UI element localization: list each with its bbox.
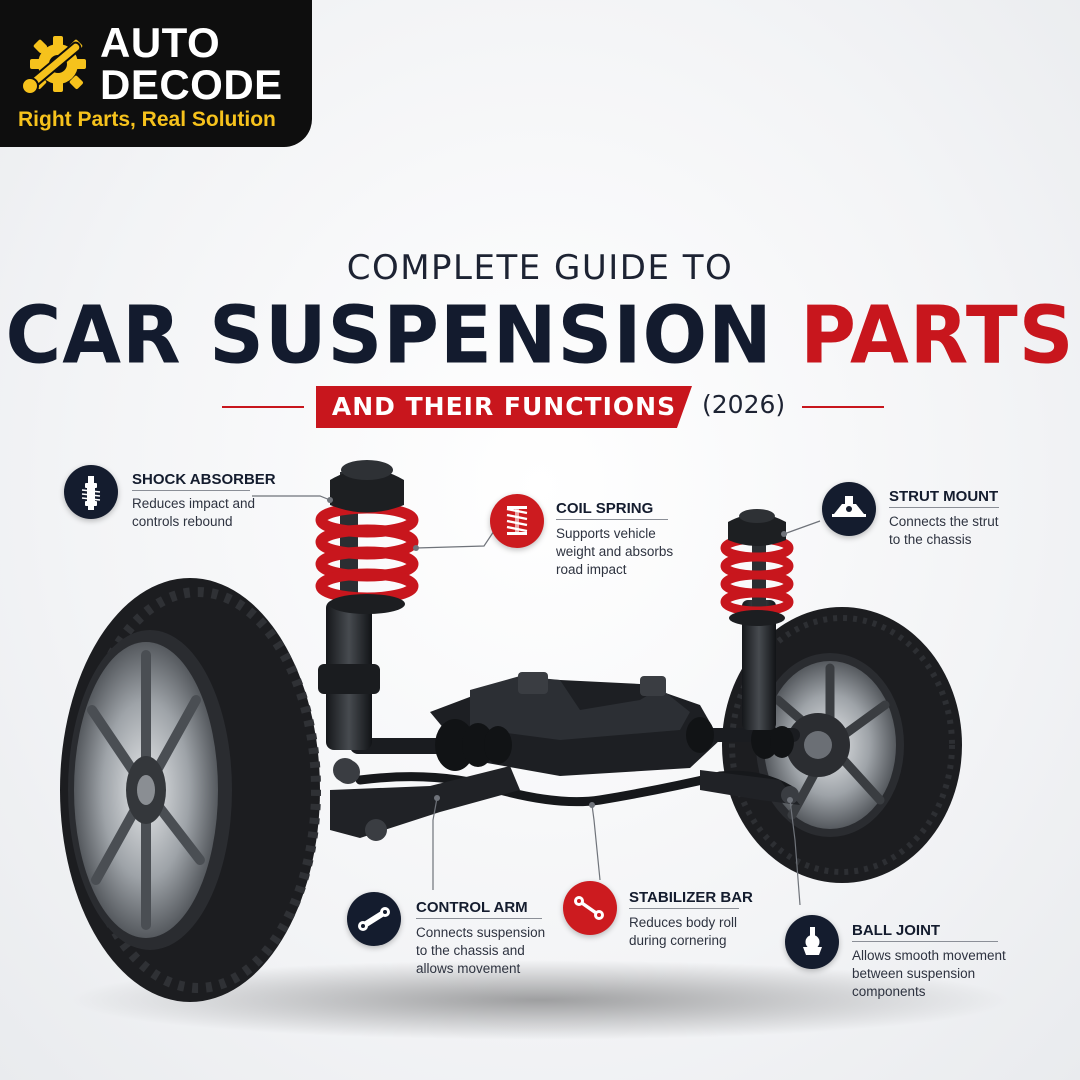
strut-mount-desc: Connects the strut to the chassis	[889, 514, 999, 547]
brand-logo: AUTO DECODE Right Parts, Real Solution	[0, 0, 312, 147]
ball-joint-rule	[852, 941, 998, 942]
ball-joint-desc: Allows smooth movement between suspensio…	[852, 948, 1006, 999]
subtitle-badge: AND THEIR FUNCTIONS	[316, 386, 692, 428]
page-kicker: COMPLETE GUIDE TO	[346, 248, 734, 288]
strut-mount-rule	[889, 507, 999, 508]
control-arm-icon	[347, 892, 401, 946]
subtitle-divider-left	[222, 406, 304, 408]
left-wheel	[60, 578, 321, 1002]
control-arm-title: CONTROL ARM	[416, 899, 528, 916]
brand-tagline: Right Parts, Real Solution	[18, 108, 276, 131]
coil-spring-desc: Supports vehicle weight and absorbs road…	[556, 526, 674, 577]
strut-mount-title: STRUT MOUNT	[889, 488, 999, 505]
brand-name-line1: AUTO	[100, 19, 221, 66]
stabilizer-bar-rule	[629, 908, 739, 909]
control-arm-rule	[416, 918, 542, 919]
drive-shafts	[350, 717, 800, 771]
coil-spring-title: COIL SPRING	[556, 500, 654, 517]
shock-absorber-rule	[132, 490, 250, 491]
subtitle-year: (2026)	[702, 390, 786, 419]
title-main-text: CAR SUSPENSION	[5, 287, 773, 382]
stabilizer-bar-desc: Reduces body roll during cornering	[629, 915, 738, 948]
shock-absorber-title: SHOCK ABSORBER	[132, 471, 276, 488]
ball-joint-title: BALL JOINT	[852, 922, 941, 939]
control-arm-desc: Connects suspension to the chassis and a…	[416, 925, 546, 976]
brand-name-line2: DECODE	[100, 61, 283, 108]
coil-spring-rule	[556, 519, 668, 520]
strut-mount-icon	[822, 482, 876, 536]
stabilizer-bar-icon	[563, 881, 617, 935]
ground-shadow	[70, 960, 1010, 1040]
subtitle-divider-right	[802, 406, 884, 408]
coil-spring-icon	[490, 494, 544, 548]
leader-lines	[252, 495, 821, 906]
stabilizer-bar-title: STABILIZER BAR	[629, 889, 753, 906]
shock-absorber-desc: Reduces impact and controls rebound	[132, 496, 256, 529]
shock-absorber-icon	[64, 465, 118, 519]
right-strut	[720, 509, 794, 730]
gear-wrench-icon	[21, 36, 86, 95]
left-strut	[315, 460, 419, 782]
page-title: CAR SUSPENSION PARTS	[0, 288, 1080, 381]
ball-joint-icon	[785, 915, 839, 969]
title-accent-text: PARTS	[800, 287, 1075, 382]
